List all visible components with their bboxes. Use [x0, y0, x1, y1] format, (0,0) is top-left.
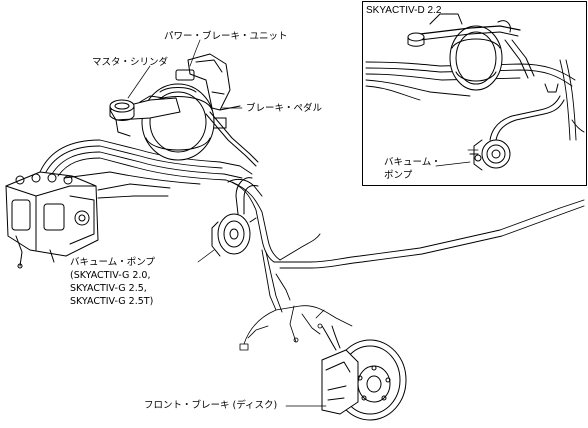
inset-vacuum-pump [467, 83, 565, 171]
label-master-cylinder: マスタ・シリンダ [92, 57, 169, 68]
leader-lines [127, 39, 471, 407]
inset-title: SKYACTIV-D 2.2 [366, 5, 442, 16]
wiring-harness [239, 305, 353, 351]
leader-inset-vacuum-pump [435, 161, 471, 167]
inset-brake-booster [407, 13, 535, 91]
label-brake-pedal: ブレーキ・ペダル [246, 103, 323, 114]
label-vacuum-pump: バキューム・ポンプ [70, 257, 155, 268]
label-inset-vacuum-pump-line1: バキューム・ [384, 157, 441, 168]
label-vacuum-pump-spec2: SKYACTIV-G 2.5, [70, 283, 147, 294]
leader-power-brake-unit [189, 39, 201, 67]
label-vacuum-pump-spec3: SKYACTIV-G 2.5T) [70, 296, 154, 307]
label-inset-vacuum-pump-line2: ポンプ [384, 170, 413, 181]
abs-hydraulic-unit [5, 171, 99, 269]
front-disc-brake [321, 325, 407, 421]
brake-tubing-main [39, 139, 585, 313]
main-vacuum-pump [211, 177, 263, 257]
brake-pedal-bracket [175, 53, 259, 167]
label-power-brake-unit: パワー・ブレーキ・ユニット [164, 31, 288, 42]
inset-brake-lines [365, 59, 585, 141]
label-front-brake: フロント・ブレーキ (ディスク) [144, 400, 278, 411]
leader-master-cylinder [127, 65, 151, 99]
label-vacuum-pump-spec1: (SKYACTIV-G 2.0, [70, 270, 151, 281]
master-cylinder [109, 95, 181, 137]
leader-vacuum-pump [197, 249, 215, 263]
